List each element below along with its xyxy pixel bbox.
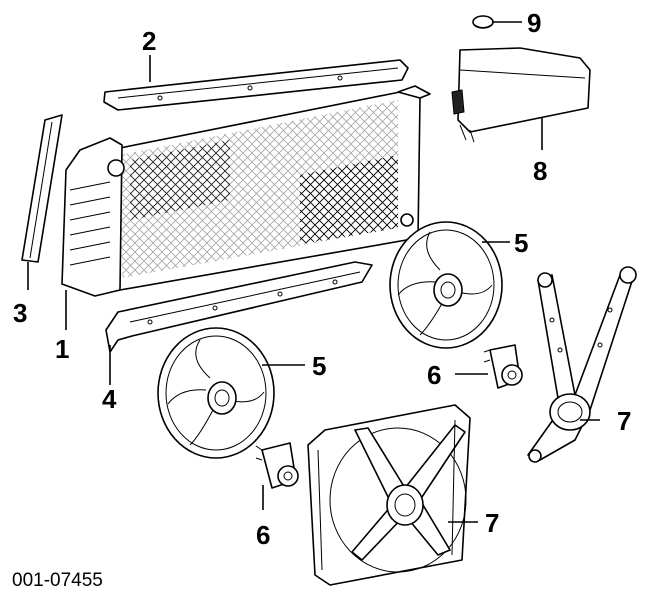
callout-2: 2 <box>142 26 156 56</box>
callout-1: 1 <box>55 334 69 364</box>
fan-bracket-upper <box>527 266 637 463</box>
upper-shroud-strip <box>103 59 409 111</box>
callout-6-lower: 6 <box>256 520 270 550</box>
callout-5-lower: 5 <box>312 351 326 381</box>
fan-motor-lower <box>255 442 299 489</box>
radiator <box>61 85 431 297</box>
lower-shroud-bracket <box>105 261 373 353</box>
fan-motor-upper <box>483 344 523 389</box>
coolant-reservoir <box>451 47 591 143</box>
figure-code: 001-07455 <box>12 570 103 591</box>
callout-5-upper: 5 <box>514 228 528 258</box>
fan-blade-upper <box>389 221 503 349</box>
callout-labels: 1 2 3 4 5 5 6 6 7 7 8 9 001-07455 <box>12 8 631 591</box>
callout-6-upper: 6 <box>427 360 441 390</box>
reservoir-cap <box>472 15 494 29</box>
callout-4: 4 <box>102 384 117 414</box>
leader-lines <box>27 21 600 523</box>
callout-9: 9 <box>527 8 541 38</box>
fan-shroud-lower <box>307 404 471 586</box>
callout-7-upper: 7 <box>617 406 631 436</box>
fan-blade-lower <box>157 327 275 459</box>
side-seal-strip <box>21 114 63 263</box>
callout-8: 8 <box>533 156 547 186</box>
callout-7-lower: 7 <box>485 508 499 538</box>
callout-3: 3 <box>13 298 27 328</box>
